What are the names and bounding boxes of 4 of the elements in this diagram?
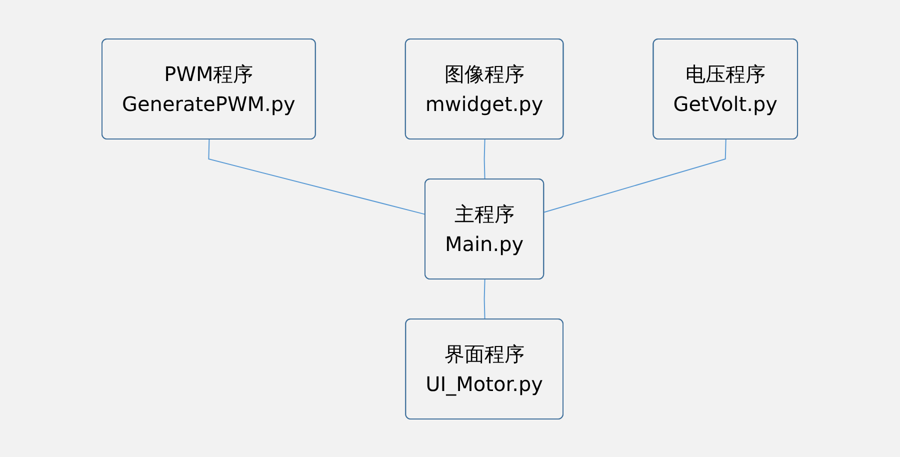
connector bbox=[484, 138, 486, 180]
connector bbox=[544, 138, 727, 212]
connector bbox=[208, 138, 426, 214]
connector bbox=[484, 278, 486, 320]
